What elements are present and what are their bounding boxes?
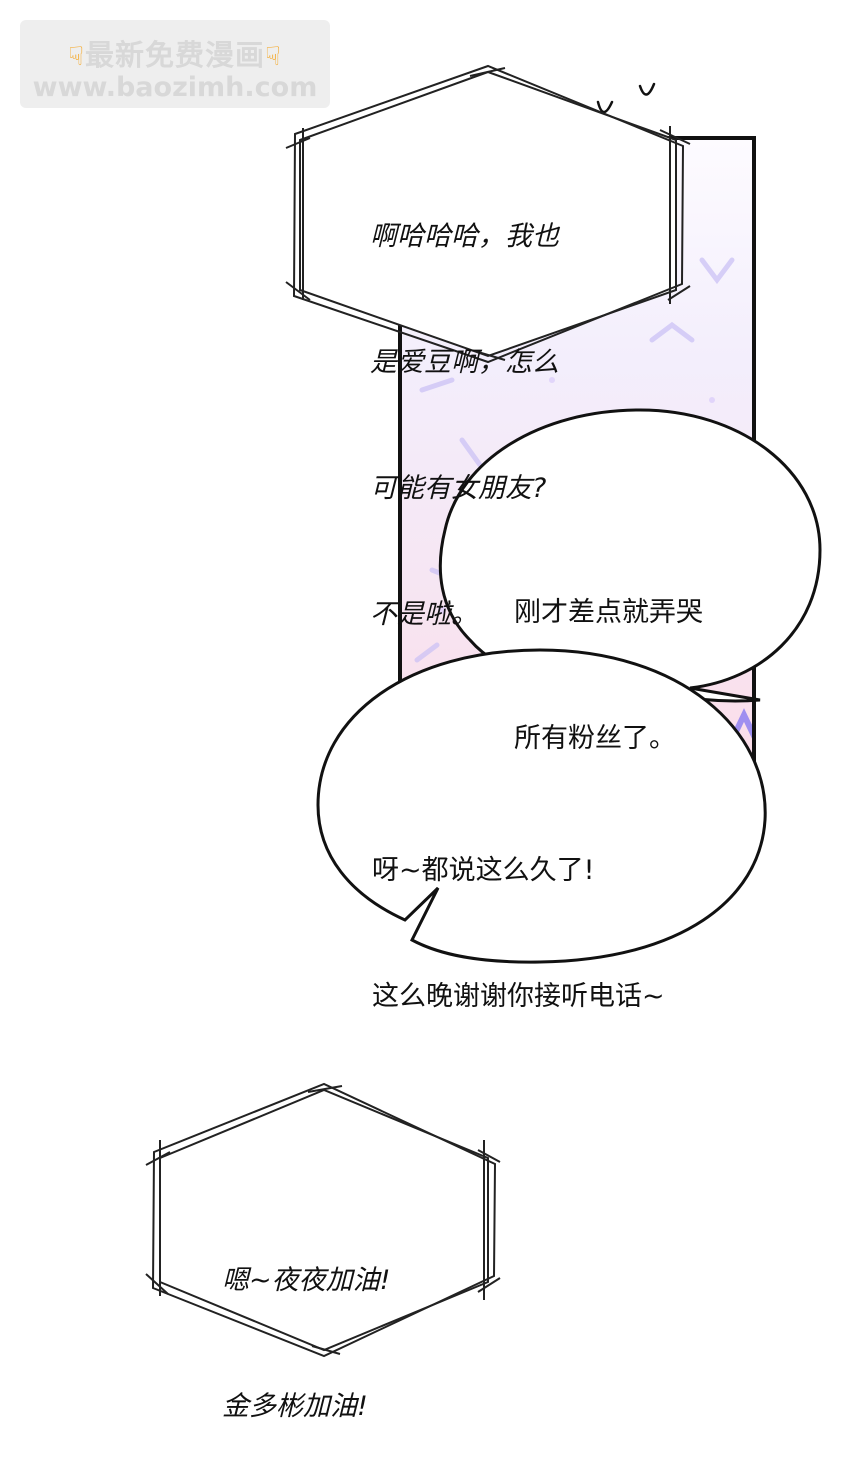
watermark: ☟最新免费漫画☟ www.baozimh.com [20, 20, 330, 108]
dialogue-line: 嗯~夜夜加油! [222, 1265, 391, 1296]
dialogue-line: 刚才差点就弄哭 [514, 597, 703, 628]
hexagon-bubble-top [285, 64, 691, 364]
watermark-url: www.baozimh.com [32, 72, 318, 103]
dialogue-line: 所有粉丝了。 [514, 723, 676, 754]
watermark-title: ☟最新免费漫画☟ [68, 38, 282, 72]
pointing-down-hand-icon: ☟ [68, 42, 85, 72]
dialogue-line: 是爱豆啊，怎么 [370, 347, 559, 378]
hexagon-bubble-bottom [145, 1082, 501, 1358]
dialogue-line: 啊哈哈哈，我也 [370, 221, 559, 252]
speech-bubbles-layer [145, 64, 822, 1358]
round-bottom-text: 呀~都说这么久了! 这么晚谢谢你接听电话~ [372, 766, 665, 1060]
dialogue-line: 可能有女朋友? [370, 473, 547, 504]
round-top-text: 刚才差点就弄哭 所有粉丝了。 [514, 508, 703, 802]
dialogue-line: 这么晚谢谢你接听电话~ [372, 981, 665, 1012]
hex-top-text: 啊哈哈哈，我也 是爱豆啊，怎么 可能有女朋友? 不是啦。 [370, 132, 559, 678]
pointing-down-hand-icon: ☟ [265, 42, 282, 72]
dialogue-line: 不是啦。 [370, 599, 478, 630]
hex-bottom-text: 嗯~夜夜加油! 金多彬加油! [222, 1176, 390, 1470]
round-bubble-bottom [316, 648, 767, 964]
dialogue-line: 呀~都说这么久了! [372, 855, 595, 886]
dialogue-line: 金多彬加油! [222, 1391, 368, 1422]
